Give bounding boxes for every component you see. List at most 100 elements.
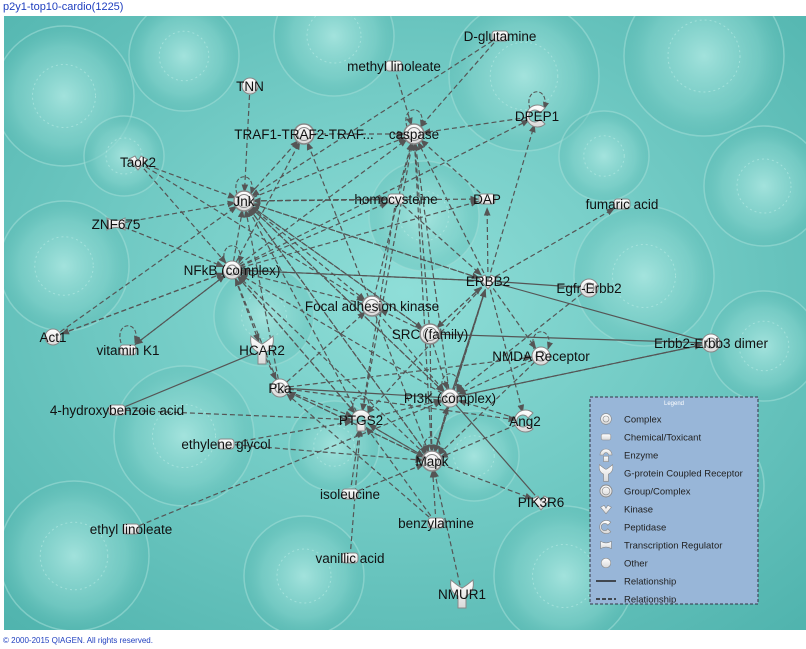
node-nmur1[interactable]: NMUR1: [438, 579, 486, 609]
node-homocysteine[interactable]: homocysteine: [354, 192, 437, 207]
legend-item: Peptidase: [599, 520, 666, 534]
node-znf675[interactable]: ZNF675: [92, 217, 141, 232]
node-erbb2-erbb3[interactable]: Erbb2-Erbb3 dimer: [654, 333, 769, 353]
background-cell: [573, 205, 715, 347]
edge-Mapk-PTGS2: [368, 423, 425, 458]
node-nfkb[interactable]: NFkB (complex): [184, 260, 281, 280]
edge-Egfr_Erbb2-PI3K: [456, 293, 583, 393]
node-hcar2[interactable]: HCAR2: [239, 335, 285, 365]
node-pik3r6[interactable]: PIK3R6: [518, 495, 565, 511]
node-hydroxybenzoic[interactable]: 4-hydroxybenzoic acid: [50, 403, 184, 418]
self-loop-Jnk: [235, 176, 256, 195]
edge-PTGS2-Jnk: [247, 208, 358, 413]
legend-label: Complex: [624, 415, 662, 426]
node-pka[interactable]: Pka: [268, 378, 292, 398]
node-jnk[interactable]: Jnk: [233, 190, 255, 212]
legend-label: Chemical/Toxicant: [624, 433, 701, 444]
node-dpep1[interactable]: DPEP1: [515, 104, 559, 128]
edge-NFkB-DPEP1: [239, 119, 530, 267]
edge-PI3K-Jnk: [249, 206, 444, 393]
network-diagram[interactable]: TNN methyl linoleate D-glutamine caspase TRA…: [4, 16, 806, 630]
copyright: © 2000-2015 QIAGEN. All rights reserved.: [3, 636, 153, 645]
group-icon: [599, 484, 613, 498]
edge-homocysteine-Jnk: [252, 197, 388, 205]
node-label: PTGS2: [339, 413, 383, 428]
edge-Pka-NFkB: [234, 277, 278, 380]
node-traf[interactable]: TRAF1-TRAF2-TRAF...: [234, 123, 374, 145]
node-erbb2[interactable]: ERBB2: [466, 274, 510, 290]
edge-HCAR2-Pka: [265, 357, 277, 381]
self-loop-vitaminK1: [119, 325, 140, 344]
node-tnn[interactable]: TNN: [236, 77, 264, 95]
edge-ERBB2-DAP: [483, 207, 491, 273]
node-caspase[interactable]: caspase: [389, 123, 439, 145]
edges-layer: [59, 40, 704, 586]
node-fak[interactable]: Focal adhesion kinase: [305, 295, 439, 317]
edge-Mapk-caspase: [411, 142, 433, 453]
legend-item: Group/Complex: [599, 484, 691, 498]
node-vanillic-acid[interactable]: vanillic acid: [315, 551, 384, 566]
edge-Jnk-caspase: [252, 136, 407, 199]
node-benzylamine[interactable]: benzylamine: [398, 516, 474, 531]
node-label: isoleucine: [320, 487, 380, 502]
node-label: ZNF675: [92, 217, 141, 232]
edge-PTGS2-NFkB: [237, 276, 356, 414]
edge-ERBB2-DPEP1: [489, 123, 536, 273]
edge-Mapk-Pka: [287, 391, 425, 458]
node-nmda[interactable]: NMDA Receptor: [492, 346, 590, 366]
edge-D_glutamine-caspase: [419, 42, 495, 128]
node-ang2[interactable]: Ang2: [509, 409, 541, 433]
edge-hydroxybenzoic-PTGS2: [125, 409, 353, 423]
node-mapk[interactable]: Mapk: [415, 450, 449, 472]
node-label: NMUR1: [438, 587, 486, 602]
edge-ERBB2-Erbb2_Erbb3: [496, 282, 703, 342]
node-label: homocysteine: [354, 192, 437, 207]
node-label: caspase: [389, 127, 439, 142]
edge-Ang2-PI3K: [457, 399, 517, 419]
node-ptgs2[interactable]: PTGS2: [339, 409, 383, 432]
node-isoleucine[interactable]: isoleucine: [320, 487, 380, 502]
node-label: TNN: [236, 79, 264, 94]
edge-DAP-caspase: [420, 139, 481, 194]
node-pi3k[interactable]: PI3K (complex): [404, 388, 496, 408]
edge-PTGS2-Mapk: [368, 423, 425, 458]
self-loop-NMDA: [532, 331, 553, 350]
background-cell: [558, 110, 650, 202]
node-label: SRC (family): [392, 327, 469, 342]
edge-Mapk-PIK3R6: [440, 463, 534, 500]
node-fumaric-acid[interactable]: fumaric acid: [586, 197, 659, 212]
node-dap[interactable]: DAP: [473, 192, 501, 207]
edge-ERBB2-fumaric_acid: [495, 207, 615, 278]
node-d-glutamine[interactable]: D-glutamine: [464, 29, 537, 44]
self-loop-Mapk: [423, 436, 444, 455]
edge-isoleucine-Mapk: [358, 463, 425, 492]
node-label: ethyl linoleate: [90, 522, 173, 537]
legend-item: Relationship: [596, 595, 676, 606]
complex-icon: [600, 413, 612, 425]
edge-FAK-PI3K: [377, 312, 445, 392]
node-vitamink1[interactable]: vitamin K1: [96, 343, 159, 358]
edge-DPEP1-caspase: [422, 116, 529, 135]
self-loop-NFkB: [223, 245, 244, 264]
node-ethylene-glycol[interactable]: ethylene glycol: [181, 437, 270, 452]
edge-NFkB-ERBB2: [240, 269, 480, 282]
node-label: Mapk: [415, 454, 448, 469]
edge-Pka-Jnk: [243, 209, 279, 380]
legend-item: Relationship: [596, 577, 676, 588]
node-ethyl-linoleate[interactable]: ethyl linoleate: [90, 522, 173, 537]
network-canvas[interactable]: TNN methyl linoleate D-glutamine caspase TRA…: [4, 16, 806, 630]
node-taok2[interactable]: Taok2: [120, 155, 156, 171]
node-label: PI3K (complex): [404, 391, 496, 406]
edge-Pka-Ang2: [288, 388, 517, 423]
legend-item: Chemical/Toxicant: [600, 433, 701, 444]
node-src[interactable]: SRC (family): [392, 323, 469, 345]
edge-ethyl_linoleate-PI3K: [139, 400, 443, 527]
edge-Ang2-Mapk: [439, 424, 517, 458]
node-egfr-erbb2[interactable]: Egfr-Erbb2: [556, 278, 622, 298]
edge-hydroxybenzoic-HCAR2: [125, 352, 254, 408]
edge-ERBB2-PTGS2: [366, 287, 483, 414]
node-methyl-linoleate[interactable]: methyl linoleate: [347, 59, 441, 74]
node-act1[interactable]: Act1: [39, 328, 67, 346]
legend-label: Relationship: [624, 595, 676, 606]
legend-label: Kinase: [624, 505, 653, 516]
